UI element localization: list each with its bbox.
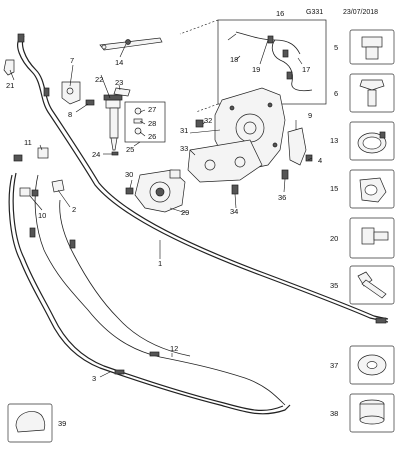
- sensor-11: [13, 147, 49, 162]
- fuel-pipe-main: [17, 35, 389, 323]
- callout-17: 17: [302, 65, 310, 74]
- callout-18: 18: [230, 55, 238, 64]
- injector-22: [103, 94, 123, 151]
- bolt-36: [281, 169, 289, 180]
- callout-2: 2: [72, 205, 76, 214]
- rail-14: [99, 37, 163, 51]
- bolt-4: [305, 154, 313, 162]
- callout-26: 26: [148, 132, 156, 141]
- side-label-5: 5: [334, 43, 338, 52]
- callout-1: 1: [158, 259, 162, 268]
- side-label-35: 35: [330, 281, 338, 290]
- callout-14: 14: [115, 58, 123, 67]
- callout-33: 33: [180, 144, 188, 153]
- sleeve-icon: [359, 399, 385, 425]
- callout-numbers: 1 2 3 4 7 8 9 10 11 12 14 16 17 18 19 21…: [6, 9, 322, 383]
- callout-10: 10: [38, 211, 46, 220]
- clip-21: [3, 59, 15, 76]
- bracket-7: [61, 81, 81, 105]
- pipe-clips: [17, 33, 387, 375]
- stud-bolt-icon: [361, 227, 389, 245]
- callout-3: 3: [92, 374, 96, 383]
- seal-24: [111, 151, 119, 156]
- callout-36: 36: [278, 193, 286, 202]
- hose-clamp-icon: [357, 131, 387, 154]
- callout-19: 19: [252, 65, 260, 74]
- clip-icon: [361, 36, 383, 60]
- callout-16: 16: [276, 9, 284, 18]
- fuel-pipe-return: [8, 172, 291, 415]
- clamp-23: [113, 87, 131, 97]
- side-label-20: 20: [330, 234, 338, 243]
- pump-29: [134, 169, 186, 213]
- callout-34: 34: [230, 207, 238, 216]
- side-label-13: 13: [330, 136, 338, 145]
- bolt-8: [85, 99, 95, 106]
- bolt-icon: [359, 79, 385, 107]
- callout-30: 30: [125, 170, 133, 179]
- cap-icon: [359, 177, 387, 203]
- diagram-code: G331: [306, 9, 323, 16]
- callout-12: 12: [170, 344, 178, 353]
- callout-31: 31: [180, 126, 188, 135]
- callout-11: 11: [24, 138, 32, 147]
- callout-24: 24: [92, 150, 100, 159]
- callout-32: 32: [204, 116, 212, 125]
- screw-icon: [357, 271, 387, 299]
- callout-28: 28: [148, 119, 156, 128]
- callout-22: 22: [95, 75, 103, 84]
- washer-icon: [357, 354, 387, 376]
- side-label-39: 39: [58, 419, 66, 428]
- side-label-38: 38: [330, 409, 338, 418]
- kit-box-25: [124, 101, 166, 143]
- callout-4: 4: [318, 156, 322, 165]
- diagram-date: 23/07/2018: [343, 9, 378, 16]
- bolt-34: [231, 184, 239, 195]
- callout-9: 9: [308, 111, 312, 120]
- leader-lines: [9, 33, 313, 378]
- side-parts-column: 5 6 13 15 20: [7, 29, 395, 443]
- fuel-pipe-secondary: [34, 174, 286, 406]
- pad-icon: [15, 411, 46, 433]
- callout-7: 7: [70, 56, 74, 65]
- bracket-9: [287, 127, 307, 166]
- side-label-15: 15: [330, 184, 338, 193]
- callout-29: 29: [181, 208, 189, 217]
- callout-8: 8: [68, 110, 72, 119]
- callout-21: 21: [6, 81, 14, 90]
- side-label-37: 37: [330, 361, 338, 370]
- support-33: [187, 139, 263, 183]
- side-label-6: 6: [334, 89, 338, 98]
- bolt-30: [125, 187, 134, 195]
- bolt-32: [195, 119, 204, 128]
- callout-23: 23: [115, 78, 123, 87]
- clip-10: [19, 187, 39, 197]
- callout-25: 25: [126, 145, 134, 154]
- clip-2: [51, 179, 65, 193]
- callout-27: 27: [148, 105, 156, 114]
